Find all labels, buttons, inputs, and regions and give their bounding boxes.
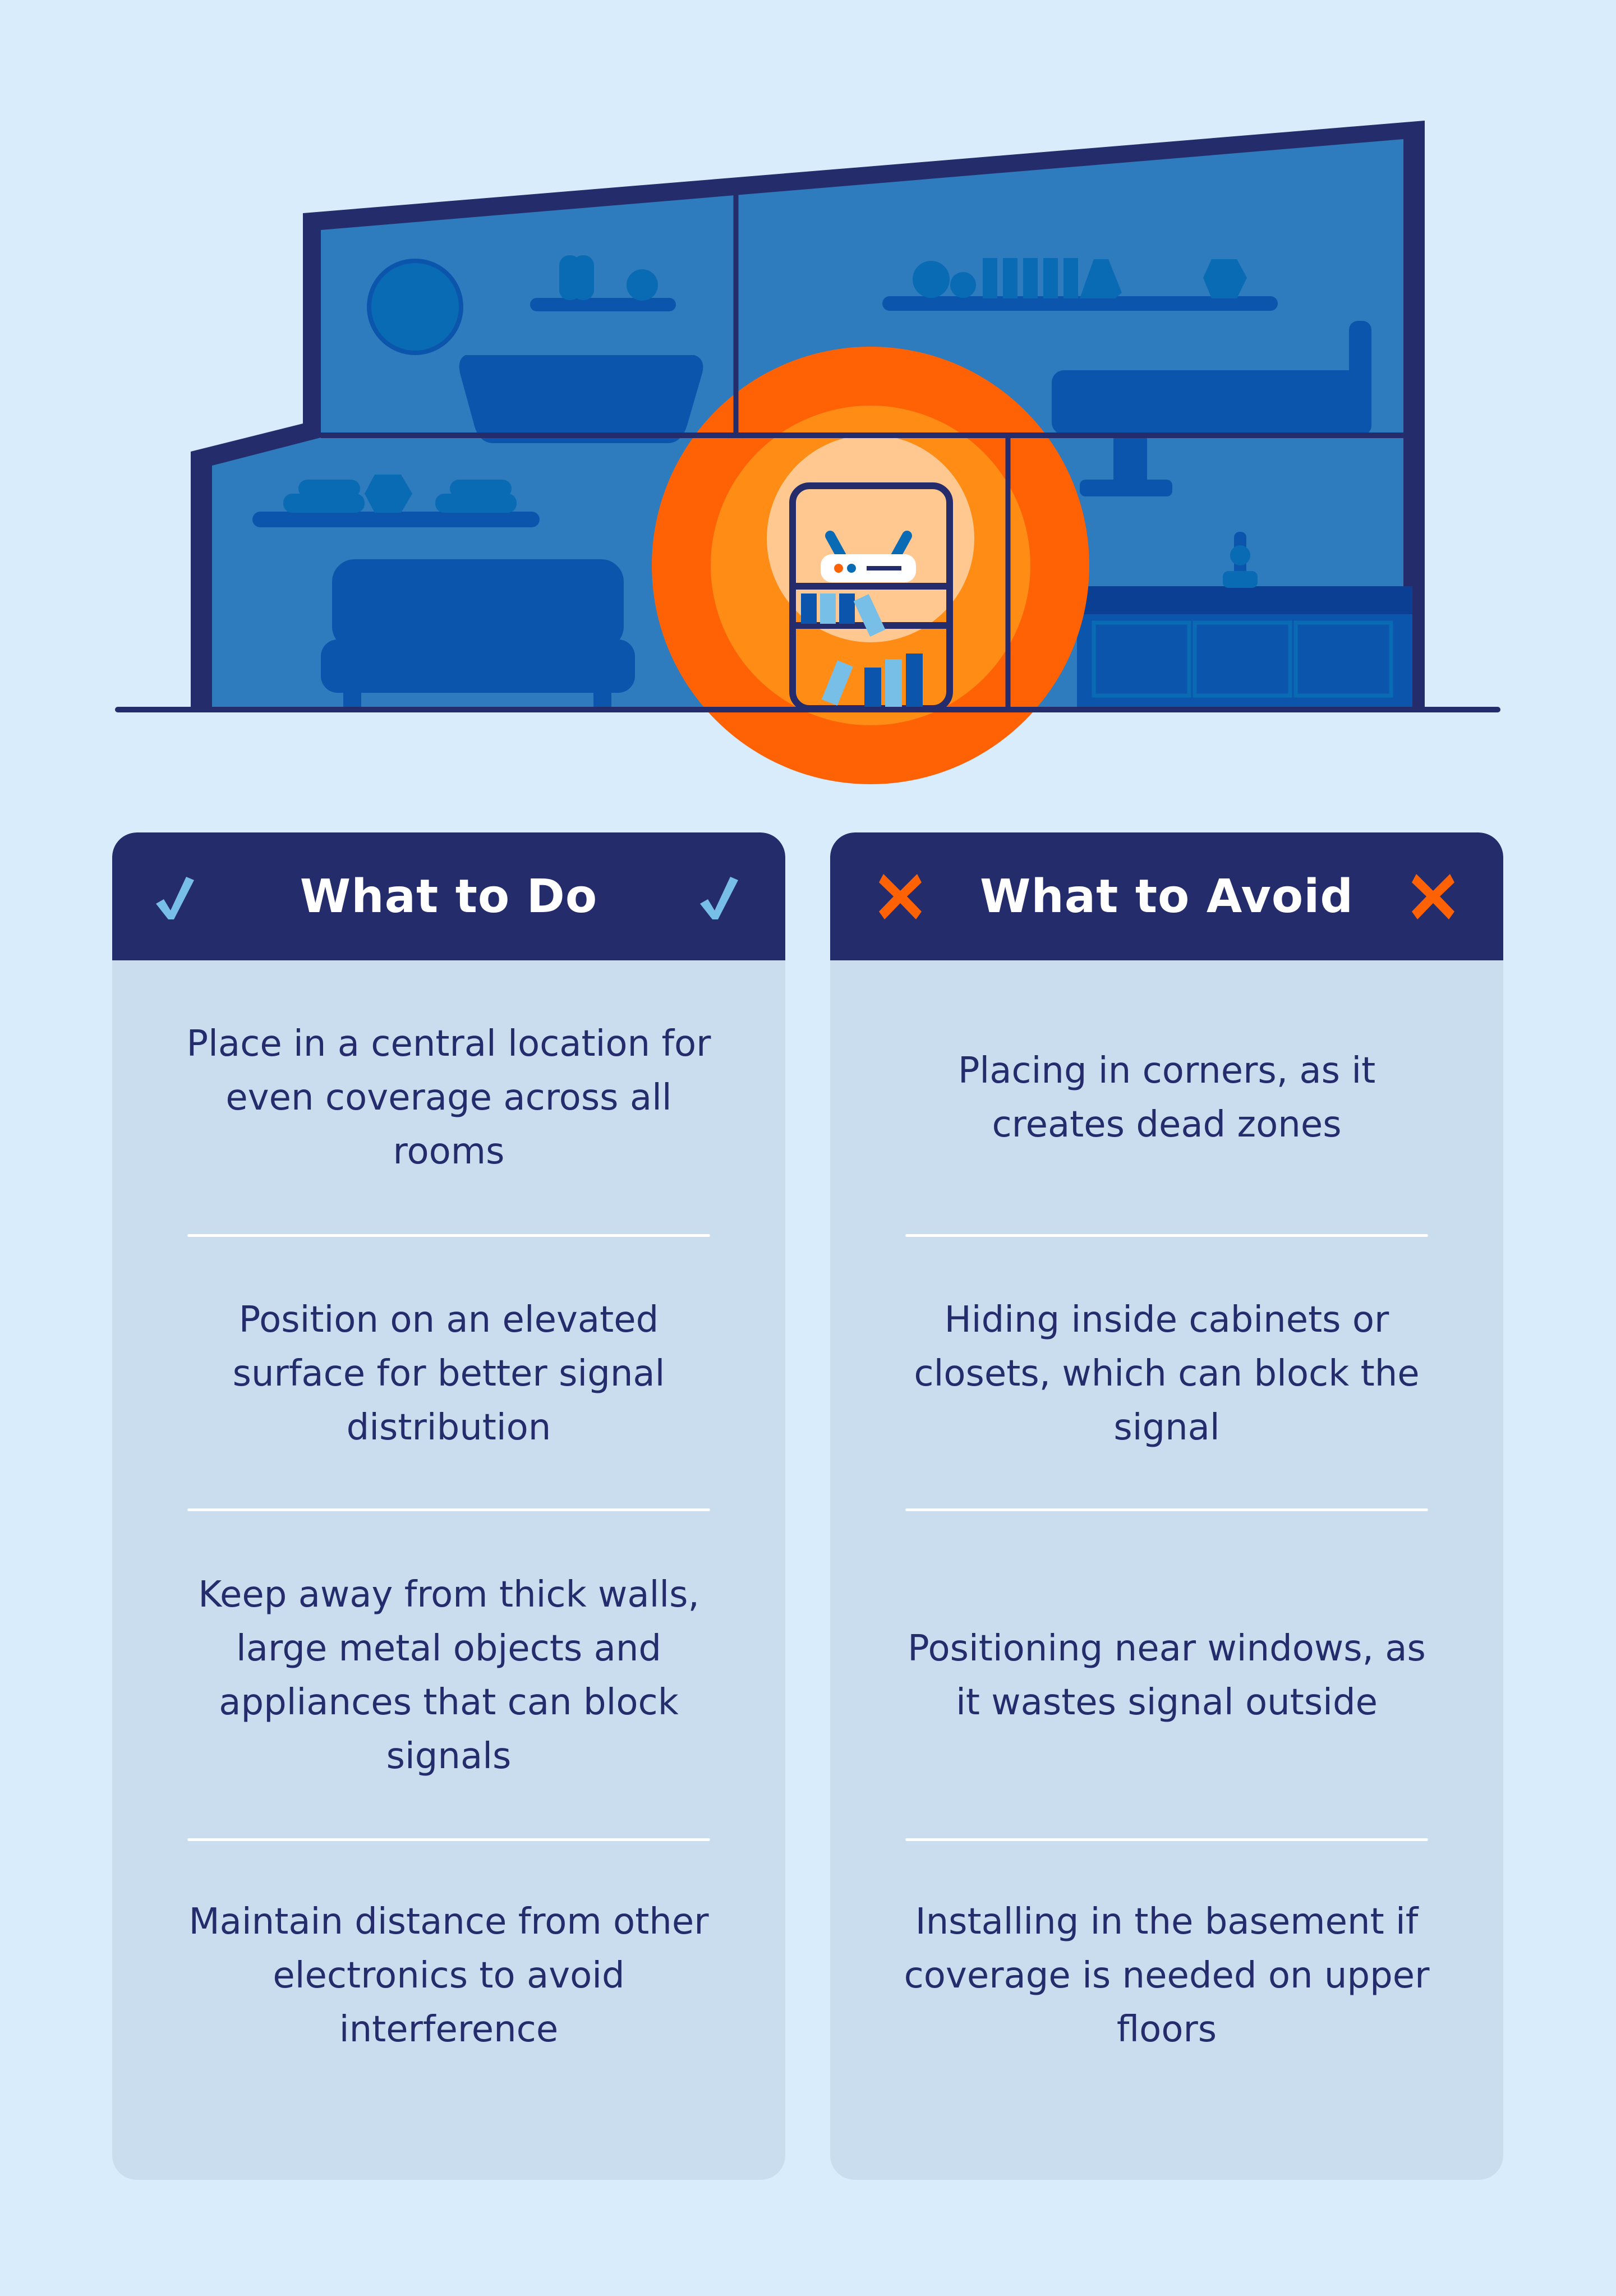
- divider: [905, 1508, 1428, 1511]
- shelf-upper-left: [530, 298, 676, 311]
- divider: [187, 1838, 710, 1841]
- divider: [905, 1838, 1428, 1841]
- kitchen-counter: [1077, 586, 1412, 614]
- sofa: [332, 559, 624, 649]
- shelf-upper-right: [882, 296, 1278, 311]
- list-item: Installing in the basement if coverage i…: [904, 1901, 1430, 2050]
- list-item: Hiding inside cabinets or closets, which…: [914, 1299, 1420, 1448]
- cross-icon: [875, 871, 926, 922]
- what-to-do-card: What to Do Place in a central location f…: [112, 832, 785, 2180]
- what-to-do-title: What to Do: [300, 869, 598, 923]
- what-to-avoid-header: What to Avoid: [830, 832, 1503, 960]
- list-item: Placing in corners, as it creates dead z…: [957, 1050, 1376, 1145]
- divider: [905, 1234, 1428, 1237]
- wall-mirror: [367, 259, 463, 355]
- list-item: Position on an elevated surface for bett…: [232, 1299, 665, 1448]
- bookshelf: [789, 482, 953, 712]
- shelf-lower-left: [252, 512, 540, 527]
- what-to-do-header: What to Do: [112, 832, 785, 960]
- bed: [1052, 370, 1360, 435]
- what-to-avoid-title: What to Avoid: [979, 869, 1354, 923]
- what-to-avoid-list: Placing in corners, as it creates dead z…: [830, 960, 1503, 2180]
- list-item: Positioning near windows, as it wastes s…: [908, 1627, 1426, 1723]
- list-item: Keep away from thick walls, large metal …: [198, 1573, 699, 1777]
- divider: [187, 1508, 710, 1511]
- check-icon: [696, 871, 746, 922]
- router-icon: [821, 531, 916, 582]
- divider: [187, 1234, 710, 1237]
- check-icon: [151, 871, 202, 922]
- list-item: Place in a central location for even cov…: [186, 1023, 711, 1172]
- bathtub: [459, 355, 703, 443]
- list-item: Maintain distance from other electronics…: [188, 1901, 709, 2050]
- house-router-illustration: [115, 121, 1500, 784]
- what-to-do-list: Place in a central location for even cov…: [112, 960, 785, 2180]
- cross-icon: [1408, 871, 1458, 922]
- what-to-avoid-card: What to Avoid Placing in corners, as it …: [830, 832, 1503, 2180]
